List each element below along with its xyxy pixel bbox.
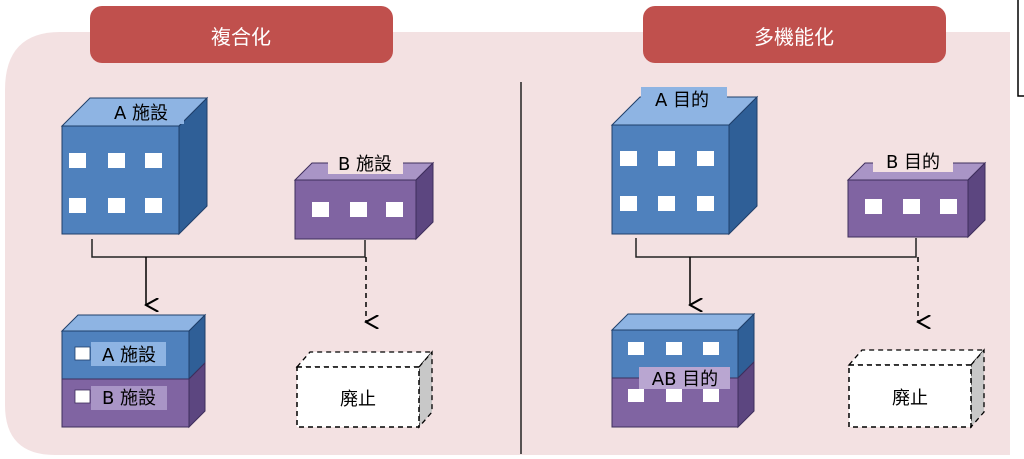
abolished-label-left: 廃止 bbox=[340, 389, 376, 410]
building-b-left: B 施設 bbox=[293, 152, 435, 241]
building-b-right-label: B 目的 bbox=[886, 152, 940, 173]
combined-bottom-label: B 施設 bbox=[102, 388, 156, 409]
combined-building-right: AB 目的 bbox=[610, 312, 756, 429]
building-a-right-label: A 目的 bbox=[655, 90, 709, 111]
building-a-right: A 目的 bbox=[610, 87, 759, 236]
combined-top-label: A 施設 bbox=[102, 345, 156, 366]
merge-connector-left bbox=[91, 239, 366, 258]
title-bar-right: 多機能化 bbox=[643, 6, 946, 63]
building-a-left: A 施設 bbox=[60, 96, 209, 236]
windows bbox=[620, 151, 714, 211]
building-b-left-label: B 施設 bbox=[338, 154, 392, 175]
section-title-left: 複合化 bbox=[211, 25, 271, 49]
corner-frame bbox=[1017, 0, 1024, 97]
abolished-label-right: 廃止 bbox=[892, 388, 928, 409]
windows bbox=[628, 342, 719, 402]
building-a-left-label: A 施設 bbox=[114, 103, 168, 124]
windows bbox=[865, 199, 957, 214]
title-bar-left: 複合化 bbox=[90, 6, 393, 63]
background-panel bbox=[5, 32, 1010, 455]
section-title-right: 多機能化 bbox=[754, 25, 834, 49]
abolished-box-left: 廃止 bbox=[295, 350, 434, 429]
abolished-box-right: 廃止 bbox=[847, 348, 986, 429]
combined-label-right: AB 目的 bbox=[652, 369, 718, 390]
windows bbox=[312, 202, 403, 217]
building-b-right: B 目的 bbox=[846, 150, 987, 239]
combined-building-left: A 施設 B 施設 bbox=[60, 313, 207, 429]
merge-connector-right bbox=[635, 238, 917, 258]
windows bbox=[69, 153, 162, 213]
